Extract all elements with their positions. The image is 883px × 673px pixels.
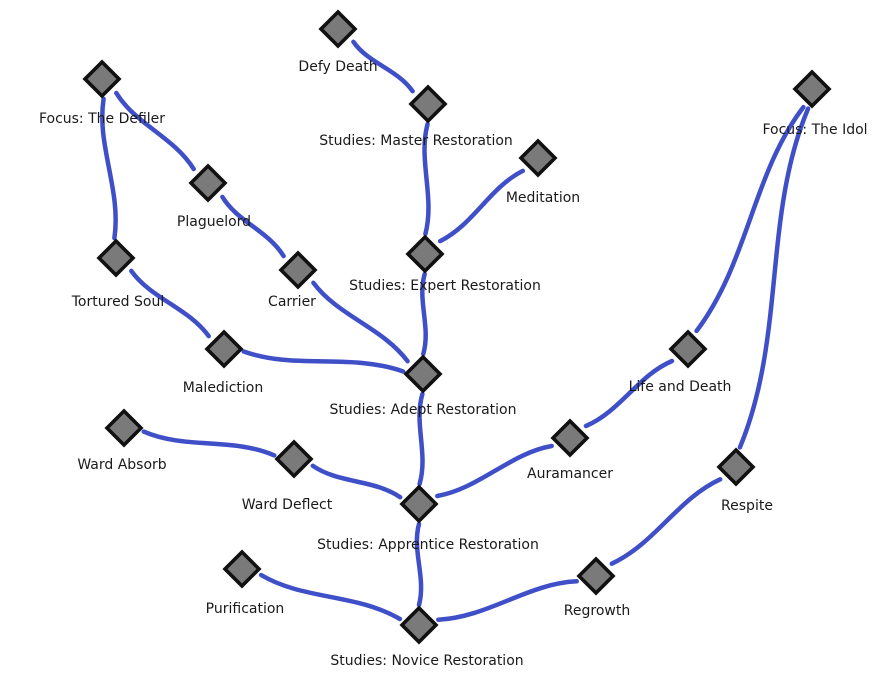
node-apprentice-restoration-label[interactable]: Studies: Apprentice Restoration	[317, 537, 539, 553]
node-expert-restoration-diamond-icon[interactable]	[405, 234, 445, 274]
edge-purification-to-novice-restoration	[258, 572, 403, 622]
node-ward-absorb-diamond-icon[interactable]	[104, 408, 144, 448]
node-ward-deflect-label[interactable]: Ward Deflect	[241, 497, 333, 513]
node-respite-label[interactable]: Respite	[721, 498, 773, 514]
edge-plaguelord-to-carrier	[220, 194, 286, 259]
node-carrier-diamond-icon[interactable]	[278, 250, 318, 290]
node-purification-label[interactable]: Purification	[205, 601, 285, 617]
node-defy-death-label[interactable]: Defy Death	[298, 59, 378, 75]
node-focus-the-defiler-label[interactable]: Focus: The Defiler	[38, 111, 166, 127]
edge-auramancer-to-apprentice-restoration	[435, 443, 554, 499]
node-master-restoration-diamond-icon[interactable]	[408, 84, 448, 124]
edge-focus-the-defiler-to-tortured-soul	[100, 96, 118, 241]
node-life-and-death-diamond-icon[interactable]	[668, 329, 708, 369]
node-master-restoration-label[interactable]: Studies: Master Restoration	[319, 133, 513, 149]
node-focus-the-defiler-diamond-icon[interactable]	[82, 59, 122, 99]
node-meditation-diamond-icon[interactable]	[518, 138, 558, 178]
nodes-layer	[82, 9, 832, 645]
edge-focus-the-defiler-to-plaguelord	[114, 90, 196, 172]
node-focus-the-idol-diamond-icon[interactable]	[792, 69, 832, 109]
node-focus-the-idol-label[interactable]: Focus: The Idol	[762, 122, 868, 138]
node-tortured-soul-label[interactable]: Tortured Soul	[71, 294, 165, 310]
node-apprentice-restoration-diamond-icon[interactable]	[399, 484, 439, 524]
node-life-and-death-label[interactable]: Life and Death	[628, 379, 732, 395]
edge-focus-the-idol-to-life-and-death	[694, 104, 806, 334]
edges-layer	[100, 39, 811, 622]
node-auramancer-diamond-icon[interactable]	[550, 418, 590, 458]
node-malediction-diamond-icon[interactable]	[204, 329, 244, 369]
node-novice-restoration-diamond-icon[interactable]	[399, 605, 439, 645]
node-adept-restoration-label[interactable]: Studies: Adept Restoration	[329, 402, 517, 418]
edge-apprentice-restoration-to-novice-restoration	[414, 521, 424, 608]
edge-ward-deflect-to-apprentice-restoration	[310, 463, 403, 500]
edge-regrowth-to-novice-restoration	[436, 579, 579, 622]
edge-malediction-to-adept-restoration	[241, 349, 406, 374]
node-ward-absorb-label[interactable]: Ward Absorb	[77, 457, 167, 473]
edge-life-and-death-to-auramancer	[583, 358, 675, 429]
node-meditation-label[interactable]: Meditation	[505, 190, 581, 206]
edge-focus-the-idol-to-respite	[737, 106, 811, 450]
node-auramancer-label[interactable]: Auramancer	[527, 466, 613, 482]
node-defy-death-diamond-icon[interactable]	[318, 9, 358, 49]
edge-master-restoration-to-expert-restoration	[422, 121, 431, 237]
node-regrowth-diamond-icon[interactable]	[576, 556, 616, 596]
edge-expert-restoration-to-adept-restoration	[420, 271, 428, 357]
edge-respite-to-regrowth	[609, 477, 723, 566]
node-expert-restoration-label[interactable]: Studies: Expert Restoration	[349, 278, 541, 294]
node-regrowth-label[interactable]: Regrowth	[563, 603, 631, 619]
node-plaguelord-diamond-icon[interactable]	[188, 163, 228, 203]
edge-carrier-to-adept-restoration	[311, 280, 410, 364]
edge-ward-absorb-to-ward-deflect	[141, 429, 277, 458]
node-purification-diamond-icon[interactable]	[222, 549, 262, 589]
edge-meditation-to-expert-restoration	[437, 168, 526, 244]
node-plaguelord-label[interactable]: Plaguelord	[176, 214, 252, 230]
edge-tortured-soul-to-malediction	[129, 268, 211, 339]
node-adept-restoration-diamond-icon[interactable]	[403, 354, 443, 394]
node-respite-diamond-icon[interactable]	[716, 447, 756, 487]
node-novice-restoration-label[interactable]: Studies: Novice Restoration	[330, 653, 524, 669]
edge-adept-restoration-to-apprentice-restoration	[417, 391, 425, 487]
node-tortured-soul-diamond-icon[interactable]	[96, 238, 136, 278]
node-malediction-label[interactable]: Malediction	[182, 380, 264, 396]
edge-defy-death-to-master-restoration	[351, 39, 415, 94]
node-carrier-label[interactable]: Carrier	[268, 294, 316, 310]
node-ward-deflect-diamond-icon[interactable]	[274, 439, 314, 479]
